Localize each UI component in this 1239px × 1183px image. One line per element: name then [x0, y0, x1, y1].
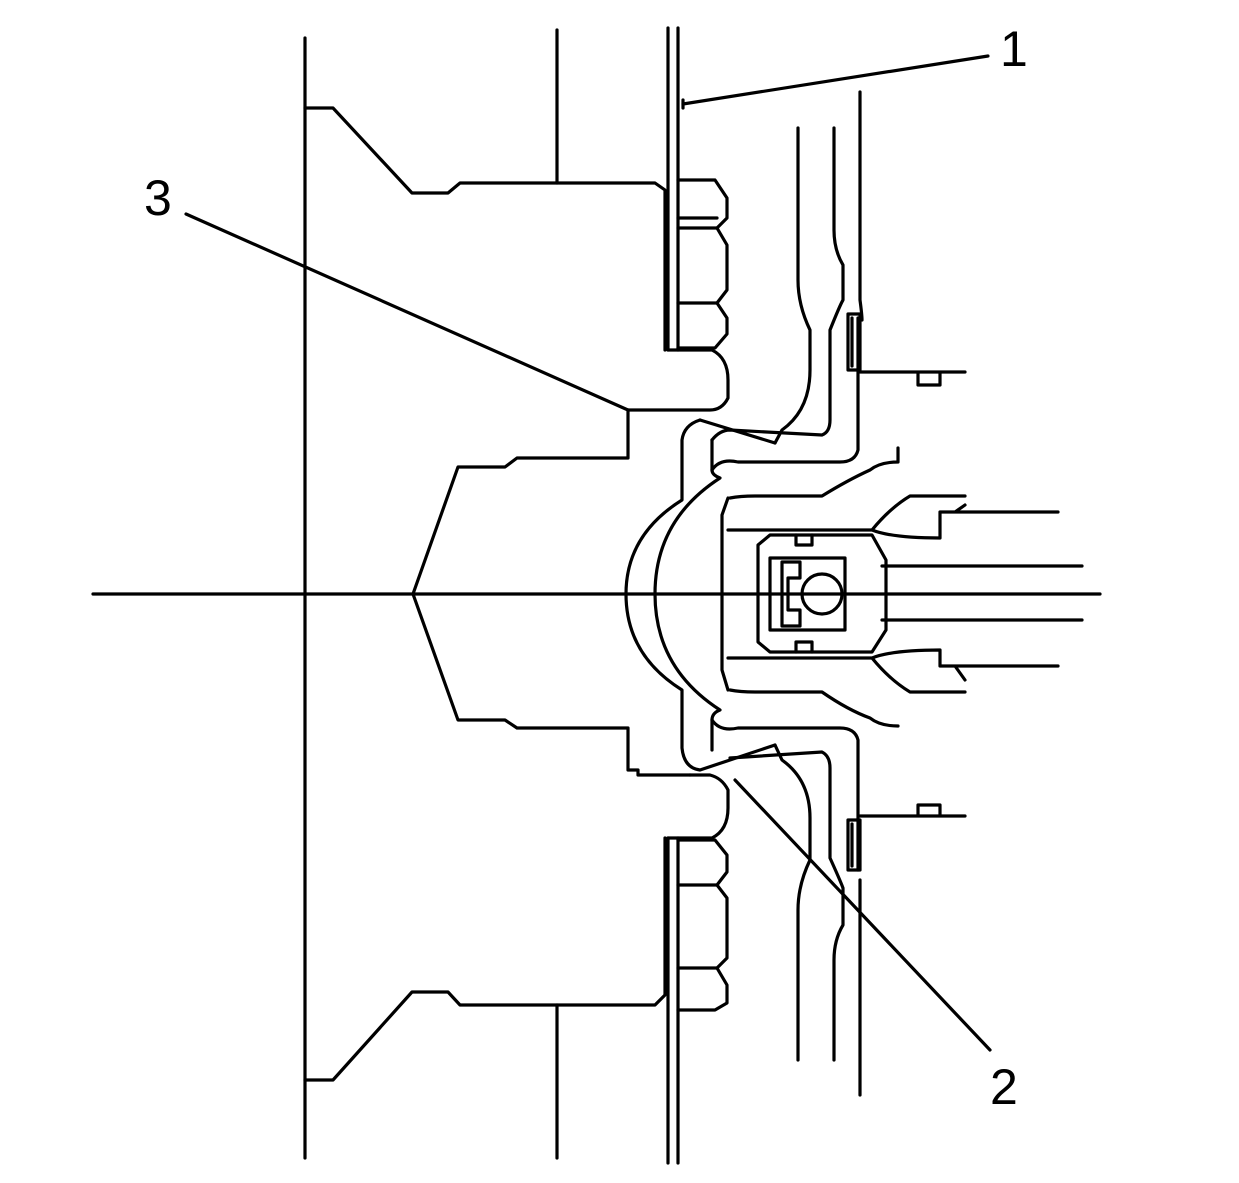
- spindle-nut: [756, 533, 888, 654]
- wheel-hub-bore-upper: [626, 348, 730, 412]
- callout-2: 2: [990, 1059, 1018, 1115]
- cap-retainer-lip-upper: [710, 316, 860, 472]
- lug-nut-lower: [676, 838, 729, 1012]
- wheel-center-profile: [411, 408, 692, 777]
- hub-outer-contour-upper: [773, 126, 812, 445]
- shim-lower: [846, 818, 862, 872]
- hub-outer-contour-upper-2: [710, 126, 845, 442]
- wheel-profile-lower: [303, 836, 667, 1082]
- callout-3: 3: [144, 170, 172, 226]
- axle-collar-upper: [726, 494, 1060, 540]
- bracket-lower: [858, 803, 967, 818]
- axle-housing-inner-upper: [720, 496, 730, 692]
- hub-flange-plate-lower: [666, 836, 680, 1165]
- shim-upper: [846, 312, 862, 372]
- callout-1: 1: [1000, 21, 1028, 77]
- wheel-hub-bore-lower: [666, 773, 730, 840]
- hub-outer-contour-lower: [773, 743, 812, 1062]
- axle-shaft: [880, 564, 1084, 622]
- center-cap-outer: [624, 418, 777, 772]
- leader-line-2: [733, 778, 992, 1052]
- leader-line-1: [681, 54, 990, 106]
- bracket-upper: [858, 370, 967, 387]
- axle-housing-upper: [728, 446, 900, 500]
- axle-collar-lower: [726, 648, 1060, 694]
- cap-retainer-lip-lower: [710, 718, 860, 872]
- lug-nut-upper: [676, 178, 729, 350]
- hub-flange-plate: [666, 26, 680, 352]
- axle-housing-lower: [728, 688, 900, 728]
- knuckle-edge-upper: [858, 90, 864, 322]
- leader-line-3: [184, 212, 630, 412]
- hub-outer-contour-lower-2: [728, 750, 845, 1062]
- wheel-profile-upper: [303, 106, 667, 352]
